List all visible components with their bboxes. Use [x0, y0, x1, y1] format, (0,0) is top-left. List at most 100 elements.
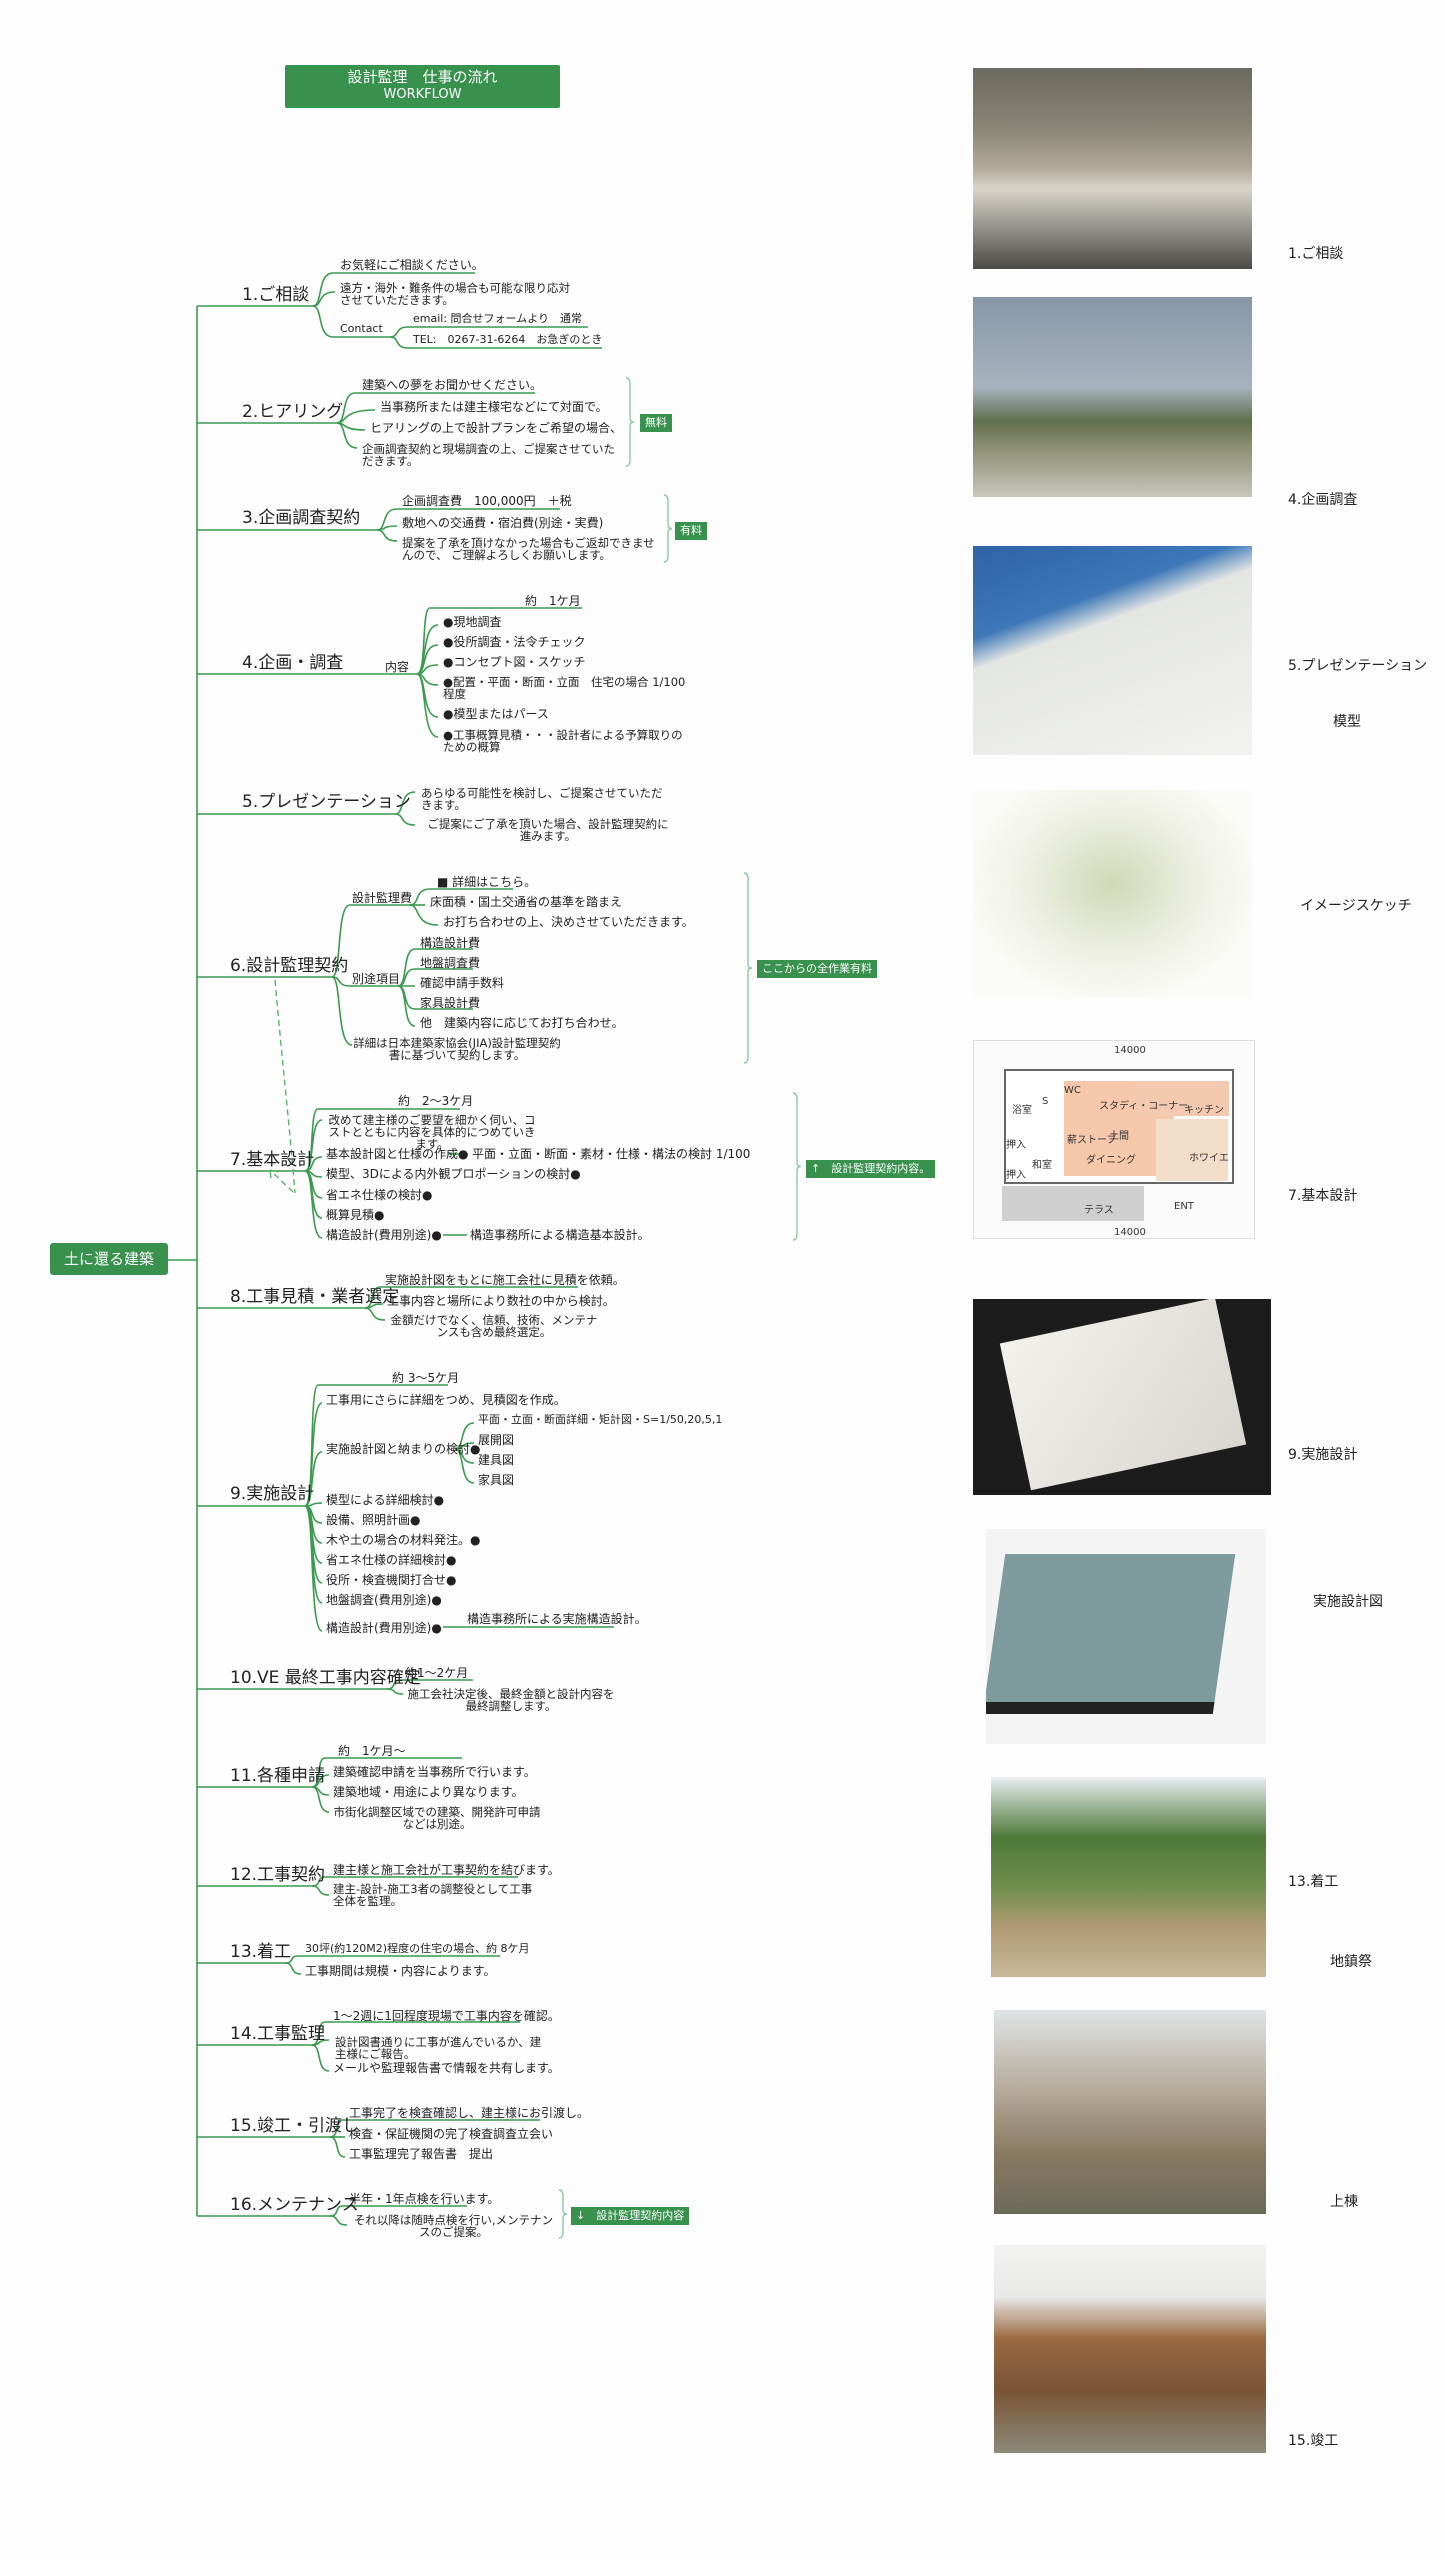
step-16-item: 半年・1年点検を行います。	[349, 2192, 500, 2206]
photo-caption: 上棟	[1330, 2194, 1358, 2210]
step-11-item: 建築地域・用途により異なります。	[333, 1785, 524, 1799]
photo-caption: 5.プレゼンテーション	[1288, 658, 1428, 674]
photo-caption: 実施設計図	[1313, 1594, 1383, 1610]
branch-connector	[376, 525, 398, 531]
branch-connector	[394, 813, 416, 826]
room-label: スタディ・コーナー	[1099, 1101, 1189, 1112]
brace	[792, 1092, 802, 1241]
step-1-item: 遠方・海外・難条件の場合も可能な限り応対させていただきます。	[340, 281, 570, 307]
step-14-label: 14.工事監理	[230, 2024, 326, 2044]
branch-connector	[331, 904, 410, 978]
step-14-item: メールや監理報告書で情報を共有します。	[333, 2061, 560, 2075]
step-6-item: 他 建築内容に応じてお打ち合わせ。	[420, 1016, 624, 1030]
step-6-item: 地盤調査費	[420, 956, 481, 970]
dimension-label: 14000	[1114, 1045, 1146, 1056]
brace	[743, 872, 753, 1064]
branch-connector	[389, 336, 602, 349]
dashed-arrow-line	[274, 979, 296, 1194]
step-13-item: 30坪(約120M2)程度の住宅の場合、約 8ケ月	[305, 1942, 530, 1955]
step-12-item: 建主様と施工会社が工事契約を結びます。	[333, 1863, 560, 1877]
duration: 約 1ケ月〜	[338, 1744, 406, 1758]
details-link[interactable]: ■ 詳細はこちら。	[437, 875, 537, 889]
step-1-label: 1.ご相談	[242, 285, 310, 305]
step-9-item: 地盤調査(費用別途)●	[326, 1593, 442, 1607]
image-sketch	[973, 790, 1252, 998]
contact-email[interactable]: email: 問合せフォームより 通常	[413, 312, 582, 325]
step-4-item: ●模型またはパース	[443, 707, 549, 721]
photo-caption: 13.着工	[1288, 1874, 1339, 1890]
photo-caption: イメージスケッチ	[1300, 898, 1412, 914]
site-survey-photo	[973, 297, 1252, 497]
step-5-item: あらゆる可能性を検討し、ご提案させていただきます。	[421, 786, 663, 812]
contact-tel[interactable]: TEL: 0267-31-6264 お急ぎのとき	[413, 333, 603, 346]
step-2-item: ヒアリングの上で設計プランをご希望の場合、	[370, 421, 623, 435]
step-9-item: 木や土の場合の材料発注。●	[326, 1533, 481, 1547]
branch-connector	[304, 1451, 323, 1507]
branch-connector	[311, 1786, 330, 1813]
step-6-label: 6.設計監理契約	[230, 956, 349, 976]
step-7-item: 省エネ仕様の検討●	[326, 1188, 433, 1202]
room-label: 浴室	[1012, 1105, 1032, 1116]
step-10-item: 施工会社決定後、最終金額と設計内容を最終調整します。	[407, 1687, 615, 1713]
room-label: キッチン	[1184, 1105, 1224, 1116]
room-label: WC	[1064, 1085, 1081, 1096]
branch-connector	[311, 2044, 330, 2072]
branch-connector	[312, 305, 390, 338]
room-label: テラス	[1084, 1205, 1114, 1216]
branch-connector	[304, 1402, 323, 1507]
step-9-item: 省エネ仕様の詳細検討●	[326, 1553, 457, 1567]
branch-connector	[284, 1962, 302, 1975]
step-4-item: ●コンセプト図・スケッチ	[443, 655, 586, 669]
step-7-item: 模型、3Dによる内外観プロポーションの検討●	[326, 1167, 581, 1181]
branch-connector	[331, 976, 353, 1046]
branch-connector	[394, 791, 416, 815]
branch-connector	[386, 1688, 404, 1695]
room-label: ホワイエ	[1189, 1153, 1229, 1164]
step-7-item: 構造設計(費用別途)●	[326, 1228, 442, 1242]
branch-connector	[454, 1448, 475, 1484]
step-4-item: ●配置・平面・断面・立面 住宅の場合 1/100 程度	[443, 675, 697, 701]
contract-scope-end-badge: ↓ 設計監理契約内容	[571, 2207, 690, 2225]
branch-connector	[304, 1170, 323, 1239]
step-12-label: 12.工事契約	[230, 1865, 326, 1885]
step-9-item: 実施設計図と納まりの検討●	[326, 1442, 481, 1456]
step-11-label: 11.各種申請	[230, 1766, 326, 1786]
framing-photo	[994, 2010, 1266, 2214]
free-badge: 無料	[640, 414, 672, 432]
step-7-item: 概算見積●	[326, 1208, 385, 1222]
step-2-item: 当事務所または建主様宅などにて対面で。	[380, 400, 608, 414]
step-7-item: 平面・立面・断面・素材・仕様・構法の検討 1/100	[472, 1147, 751, 1161]
model-photo	[973, 546, 1252, 755]
step-5-item: ご提案にご了承を頂いた場合、設計監理契約に進みます。	[427, 817, 669, 843]
step-9-subitem: 建具図	[478, 1453, 515, 1467]
step-9-subitem: 平面・立面・断面詳細・矩計図・S=1/50,20,5,1	[478, 1413, 723, 1426]
brace	[558, 2189, 568, 2239]
room-label: ENT	[1174, 1201, 1194, 1212]
room-label: 薪ストーブ	[1067, 1135, 1117, 1146]
step-8-label: 8.工事見積・業者選定	[230, 1287, 400, 1307]
room-label: 土間	[1109, 1131, 1129, 1142]
step-2-label: 2.ヒアリング	[242, 402, 344, 422]
branch-connector	[409, 904, 439, 926]
photo-caption: 4.企画調査	[1288, 492, 1358, 508]
arrow-head-icon	[269, 1169, 279, 1179]
step-14-item: 1〜2週に1回程度現場で工事内容を確認。	[333, 2009, 560, 2023]
step-7-item: 改めて建主様のご要望を細かく伺い、コストとともに内容を具体的につめていきます。	[328, 1113, 536, 1151]
step-15-item: 検査・保証機関の完了検査調査立会い	[349, 2127, 554, 2141]
room-label: S	[1042, 1096, 1049, 1107]
floor-plan: 浴室 S WC スタディ・コーナー キッチン 薪ストーブ 土間 ダイニング ホワ…	[973, 1040, 1255, 1239]
branch-connector	[304, 1505, 323, 1632]
step-6-item: 床面積・国土交通省の基準を踏まえ	[430, 895, 623, 909]
branch-connector	[376, 529, 398, 542]
consultation-photo	[973, 68, 1252, 269]
room-label: ダイニング	[1086, 1155, 1136, 1166]
step-6-item: お打ち合わせの上、決めさせていただきます。	[443, 915, 694, 929]
step-4-item: ●現地調査	[443, 615, 502, 629]
branch-connector	[331, 976, 398, 987]
paid-badge: 有料	[675, 522, 707, 540]
step-3-item: 提案を了承を頂けなかった場合もご返却できませんので、 ご理解よろしくお願いします…	[402, 536, 655, 562]
contact-label: Contact	[340, 322, 383, 335]
title-banner: 設計監理 仕事の流れ WORKFLOW	[285, 65, 560, 108]
step-15-item: 工事監理完了報告書 提出	[349, 2147, 494, 2161]
